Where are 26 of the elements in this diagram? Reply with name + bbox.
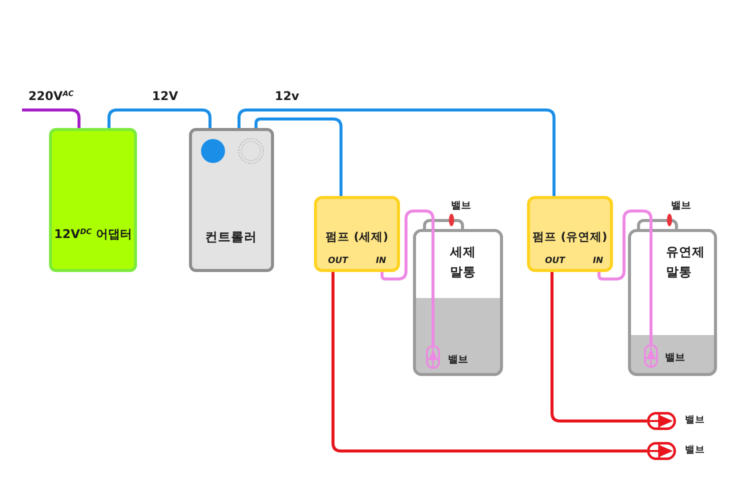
hose xyxy=(380,210,434,345)
valve-label: 밸브 xyxy=(665,352,685,364)
tank-label: 유연제 말통 xyxy=(666,243,705,281)
valve-label: 밸브 xyxy=(448,354,468,366)
device-label: 12V$^{DC}$ 어댑터 xyxy=(54,228,132,242)
hose xyxy=(598,210,652,344)
valve-label: 밸브 xyxy=(671,200,691,212)
tank-label: 세제 말통 xyxy=(450,243,476,281)
port-label: OUT xyxy=(545,257,565,267)
pump-label: 펌프 (세제) xyxy=(326,230,388,244)
controller-box xyxy=(189,128,274,272)
hose xyxy=(550,272,647,422)
valve-label: 밸브 xyxy=(685,416,705,426)
wire xyxy=(254,118,342,196)
hose xyxy=(332,272,647,452)
port-label: IN xyxy=(592,257,604,267)
valve-label: 밸브 xyxy=(451,200,471,212)
pump-label: 펌프 (유연제) xyxy=(532,230,608,244)
adapter-box xyxy=(49,128,137,272)
device-label: 컨트롤러 xyxy=(205,230,257,244)
pump-box xyxy=(314,196,400,272)
wire xyxy=(238,108,556,196)
port-label: IN xyxy=(376,257,386,267)
valve-label: 밸브 xyxy=(685,446,705,456)
port-label: OUT xyxy=(328,257,348,267)
pump-box xyxy=(527,196,613,272)
